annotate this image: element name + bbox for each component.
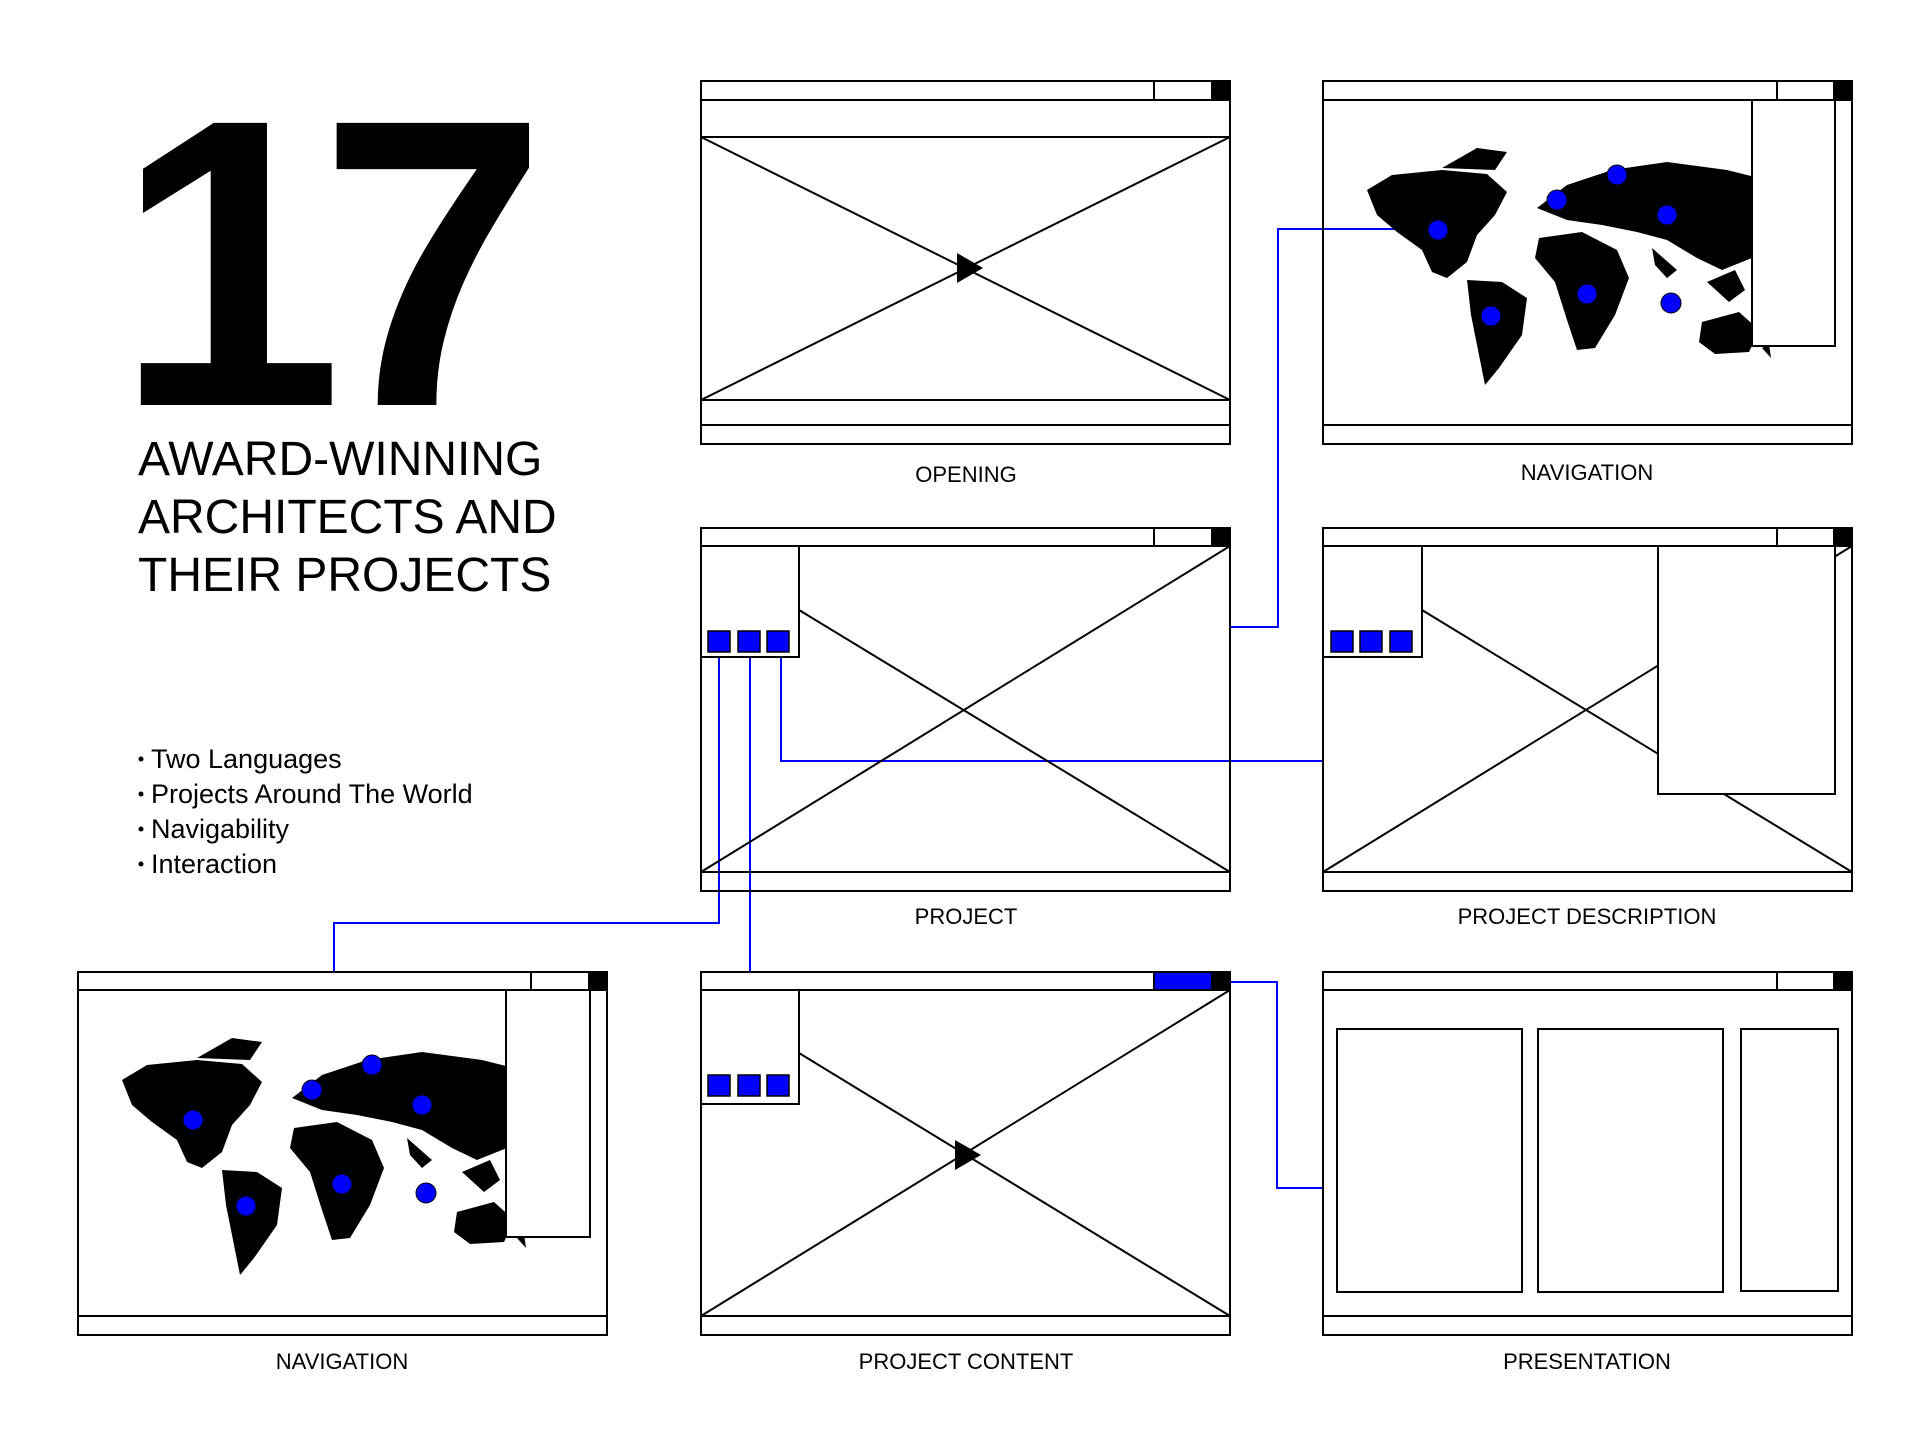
wireframe-presentation [1322, 971, 1853, 1336]
window-close-icon [589, 972, 607, 990]
bullet-dot [138, 756, 144, 762]
wireframe-label-project-content: PROJECT CONTENT [859, 1349, 1074, 1374]
description-panel [1657, 545, 1836, 795]
window-close-icon [1212, 972, 1230, 990]
wireframe-label-navigation-top: NAVIGATION [1521, 460, 1653, 485]
wireframe-label-opening: OPENING [915, 462, 1016, 487]
connector-project-to-description [780, 657, 1323, 762]
headline-block: 17 AWARD-WINNING ARCHITECTS AND THEIR PR… [115, 34, 557, 602]
window-close-icon [1833, 971, 1853, 991]
feature-item: Interaction [151, 849, 277, 879]
side-panel [505, 989, 591, 1238]
wireframe-project-description [1322, 527, 1853, 892]
presentation-panel [1740, 1028, 1839, 1292]
bullet-dot [138, 791, 144, 797]
wireframe-label-project: PROJECT [915, 904, 1018, 929]
side-panel [1751, 99, 1836, 347]
thumbnail-square [737, 1074, 761, 1097]
thumbnail-square [766, 630, 790, 653]
feature-item: Projects Around The World [151, 779, 473, 809]
wireframe-project-content [700, 971, 1231, 1336]
window-close-icon [1834, 81, 1852, 100]
connector-project-to-navigation-bottom [333, 657, 720, 972]
feature-item: Two Languages [151, 744, 342, 774]
thumbnail-square [707, 630, 731, 653]
wireframe-label-project-description: PROJECT DESCRIPTION [1458, 904, 1717, 929]
window-close-icon [1834, 528, 1852, 546]
active-tab-highlight [1153, 971, 1213, 991]
wireframe-project [700, 527, 1231, 892]
wireframe-navigation-bottom [77, 971, 608, 1336]
connector-project-to-navigation [1230, 228, 1437, 628]
headline-number: 17 [115, 34, 530, 492]
thumbnail-square [737, 630, 761, 653]
headline-line-3: THEIR PROJECTS [138, 549, 551, 602]
thumbnail-square [707, 1074, 731, 1097]
play-icon [957, 253, 983, 283]
headline-line-2: ARCHITECTS AND [138, 491, 557, 544]
feature-item: Navigability [151, 814, 290, 844]
world-map [122, 1038, 542, 1275]
window-close-icon [1212, 528, 1230, 546]
connector-content-to-presentation [1229, 981, 1323, 1189]
presentation-panel [1537, 1028, 1724, 1293]
thumbnail-square [1330, 630, 1354, 653]
presentation-panel [1336, 1028, 1523, 1293]
feature-list: Two Languages Projects Around The World … [138, 744, 473, 879]
flow-connectors [333, 228, 1437, 1189]
wireframe-navigation-top [1322, 80, 1853, 445]
bullet-dot [138, 861, 144, 867]
thumbnail-square [1359, 630, 1383, 653]
world-map [1367, 148, 1787, 385]
thumbnail-square [766, 1074, 790, 1097]
headline-line-1: AWARD-WINNING [138, 433, 542, 486]
wireframe-opening [700, 80, 1231, 445]
thumbnail-square [1389, 630, 1413, 653]
wireframe-label-navigation-bottom: NAVIGATION [276, 1349, 408, 1374]
wireframe-label-presentation: PRESENTATION [1503, 1349, 1671, 1374]
play-icon [955, 1140, 981, 1170]
bullet-dot [138, 826, 144, 832]
window-close-icon [1211, 80, 1231, 101]
